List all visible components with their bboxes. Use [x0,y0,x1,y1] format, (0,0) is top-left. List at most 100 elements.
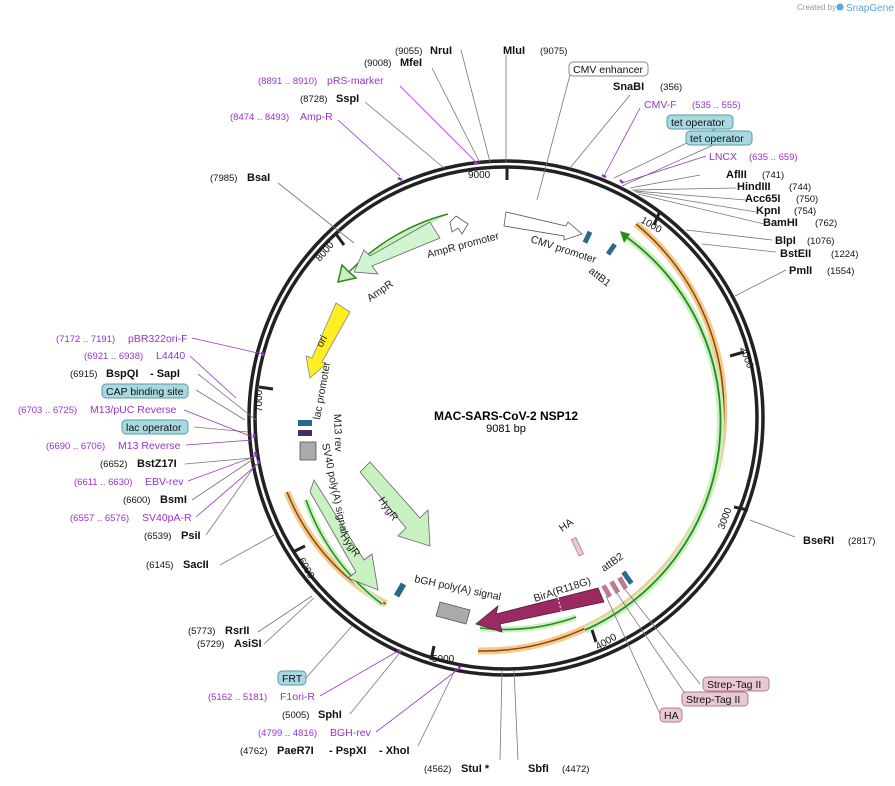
sbfi-pos: (4472) [562,764,589,775]
cmv-promoter-feature [503,211,583,241]
strep-tag-label-2: Strep-Tag II [686,694,740,706]
bspqi-name: BspQI [106,368,138,380]
sspi-name: SspI [336,93,359,105]
nsp12-arrowhead [620,231,630,243]
m13-rev-block [298,430,312,436]
tick-5000: 5000 [432,654,455,665]
stui-pos: (4562) [424,764,451,775]
aflii-name: AflII [726,169,747,181]
pbr322ori-name: pBR322ori-F [128,333,188,345]
tet-operator-label-1: tet operator [671,117,725,129]
ori-feature [305,302,351,379]
m13-puc-range: (6703 .. 6725) [18,405,77,416]
pbr322ori-range: (7172 .. 7191) [56,334,115,345]
hindiii-name: HindIII [737,181,771,193]
ha-feature-label: HA [557,516,576,534]
bsteii-pos: (1224) [831,249,858,260]
pspxi-name: - PspXI [329,745,366,757]
l4440-range: (6921 .. 6938) [84,351,143,362]
asisi-pos: (5729) [197,639,224,650]
nrui-pos: (9055) [395,46,422,57]
blpi-pos: (1076) [807,236,834,247]
created-by-label: Created by [797,3,836,12]
acc65i-name: Acc65I [745,193,780,205]
lncx-name: LNCX [709,151,737,163]
tick-marks [258,166,749,661]
attb1-label: attB1 [586,265,613,290]
pmli-pos: (1554) [827,266,854,277]
ampr-label: AmpR [365,278,396,305]
nsp12-orf-line [584,235,722,631]
sv40-polya-block [299,441,317,461]
ebv-rev-name: EBV-rev [145,476,184,488]
prs-marker-range: (8891 .. 8910) [258,76,317,87]
attb2-label: attB2 [599,550,626,574]
cmv-f-range: (535 .. 555) [692,100,741,111]
ha-box-label: HA [664,710,679,722]
strep-tag-marker-2 [609,580,621,595]
nrui-name: NruI [430,45,452,57]
hygr-feature-2 [309,479,379,591]
mfei-name: MfeI [400,57,422,69]
snapgene-logo-icon [836,3,844,11]
acc65i-pos: (750) [796,194,818,205]
tick-7000: 7000 [254,389,265,412]
paer7i-name: PaeR7I [277,745,314,757]
ampr-feature [353,221,441,275]
cap-binding-site-box [101,383,189,399]
bseri-name: BseRI [803,535,834,547]
psii-pos: (6539) [144,531,171,542]
bamhi-pos: (762) [815,218,837,229]
psii-name: PsiI [181,530,201,542]
stui-name: StuI * [461,763,490,775]
mlui-pos: (9075) [540,46,567,57]
xhoi-name: - XhoI [379,745,410,757]
sbfi-name: SbfI [528,763,549,775]
sacii-name: SacII [183,559,209,571]
asisi-name: AsiSI [234,638,262,650]
sv40pa-r-range: (6557 .. 6576) [70,513,129,524]
f1ori-r-range: (5162 .. 5181) [208,692,267,703]
attb1-marker [582,230,593,244]
snabi-pos: (356) [660,82,682,93]
ori-label: ori [314,333,330,349]
mfei-pos: (9008) [364,58,391,69]
tet-operator-box-2 [685,130,753,146]
strep-tag-box-2 [681,691,749,707]
rsrii-pos: (5773) [188,626,215,637]
small-orf-line [479,616,577,631]
bstz17i-name: BstZ17I [137,458,177,470]
hygr-feature-1 [359,461,431,547]
bgh-rev-name: BGH-rev [330,727,372,739]
paer7i-pos: (4762) [240,746,267,757]
pmli-name: PmlI [789,265,812,277]
m13-puc-name: M13/pUC Reverse [90,404,177,416]
bsteii-name: BstEII [780,248,811,260]
strep-tag-marker-1 [601,584,613,599]
cap-binding-site-label: CAP binding site [106,386,184,398]
ampr-primer-range: (8474 .. 8493) [230,112,289,123]
m13-rev-label: M13 rev [331,414,344,453]
primer-leaders [183,85,707,733]
bira-dashed [557,597,563,615]
sapi-name: - SapI [150,368,180,380]
mlui-name: MluI [503,45,525,57]
bamhi-name: BamHI [763,217,798,229]
bgh-polya-label: bGH poly(A) signal [413,573,502,603]
tet-operator-box-1 [666,114,734,130]
bsmi-pos: (6600) [123,495,150,506]
snabi-name: SnaBI [613,81,644,93]
bira-feature [475,587,605,633]
lac-operator-box [121,419,189,435]
plasmid-name: MAC-SARS-CoV-2 NSP12 [434,409,578,423]
left-orf-line [305,499,383,605]
bsai-name: BsaI [247,172,270,184]
bsmi-name: BsmI [160,494,187,506]
cmv-enhancer-label: CMV enhancer [573,64,644,76]
f1ori-r-name: F1ori-R [280,691,315,703]
l4440-name: L4440 [156,350,185,362]
lac-operator-label: lac operator [126,422,182,434]
ampr-primer-name: Amp-R [300,111,333,123]
tet-operator-label-2: tet operator [690,133,744,145]
ebv-rev-range: (6611 .. 6630) [74,477,132,488]
